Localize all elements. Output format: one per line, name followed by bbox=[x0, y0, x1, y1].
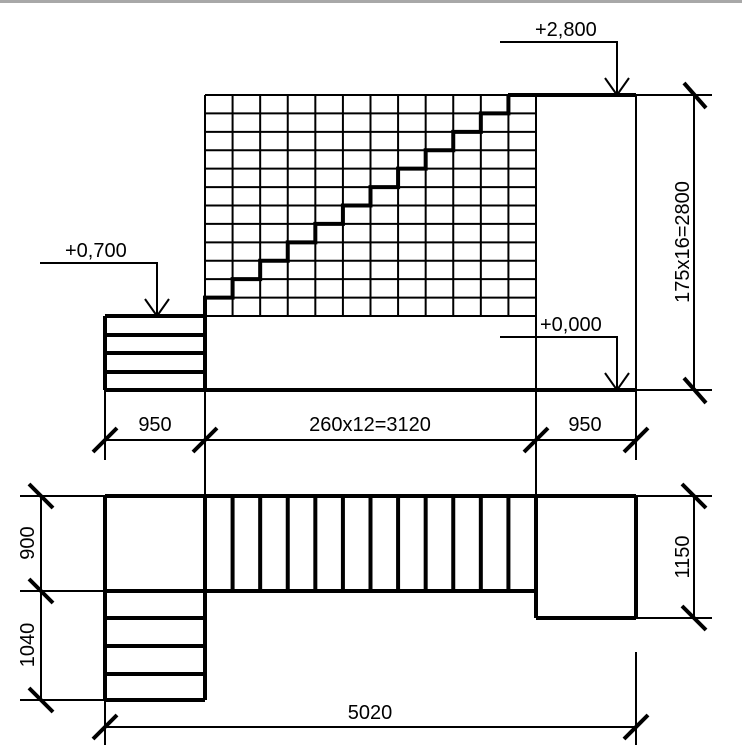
dimension-label-height: 175x16=2800 bbox=[672, 181, 694, 303]
lower-platform-elevation bbox=[103, 297, 207, 390]
dimension-label-900: 900 bbox=[17, 526, 39, 559]
dimension-label-1040: 1040 bbox=[17, 623, 39, 668]
elevation-label-ground: +0,000 bbox=[540, 314, 602, 336]
dimension-label-flight: 260x12=3120 bbox=[309, 414, 431, 436]
dimension-label-left-platform: 950 bbox=[138, 414, 171, 436]
dimension-overall: 5020 bbox=[91, 652, 650, 745]
dimension-plan-left: 900 1040 bbox=[17, 482, 105, 714]
dimension-plan-right: 1150 bbox=[636, 482, 712, 632]
dimension-chain-top: 950 260x12=3120 950 bbox=[91, 390, 650, 496]
dimension-label-overall: 5020 bbox=[348, 702, 393, 724]
plan-view bbox=[103, 494, 638, 702]
elevation-mark-landing: +0,700 bbox=[40, 240, 170, 318]
dimension-label-1150: 1150 bbox=[672, 535, 694, 578]
elevation-stair-profile bbox=[203, 95, 511, 316]
dimension-height: 175x16=2800 bbox=[636, 81, 712, 405]
elevation-label-top: +2,800 bbox=[535, 19, 597, 41]
elevation-mark-top: +2,800 bbox=[500, 19, 630, 97]
elevation-mark-ground: +0,000 bbox=[500, 314, 630, 392]
elevation-grid bbox=[204, 94, 537, 317]
elevation-label-landing: +0,700 bbox=[65, 240, 127, 262]
window-top-border bbox=[0, 0, 742, 3]
dimension-label-right-platform: 950 bbox=[568, 414, 601, 436]
